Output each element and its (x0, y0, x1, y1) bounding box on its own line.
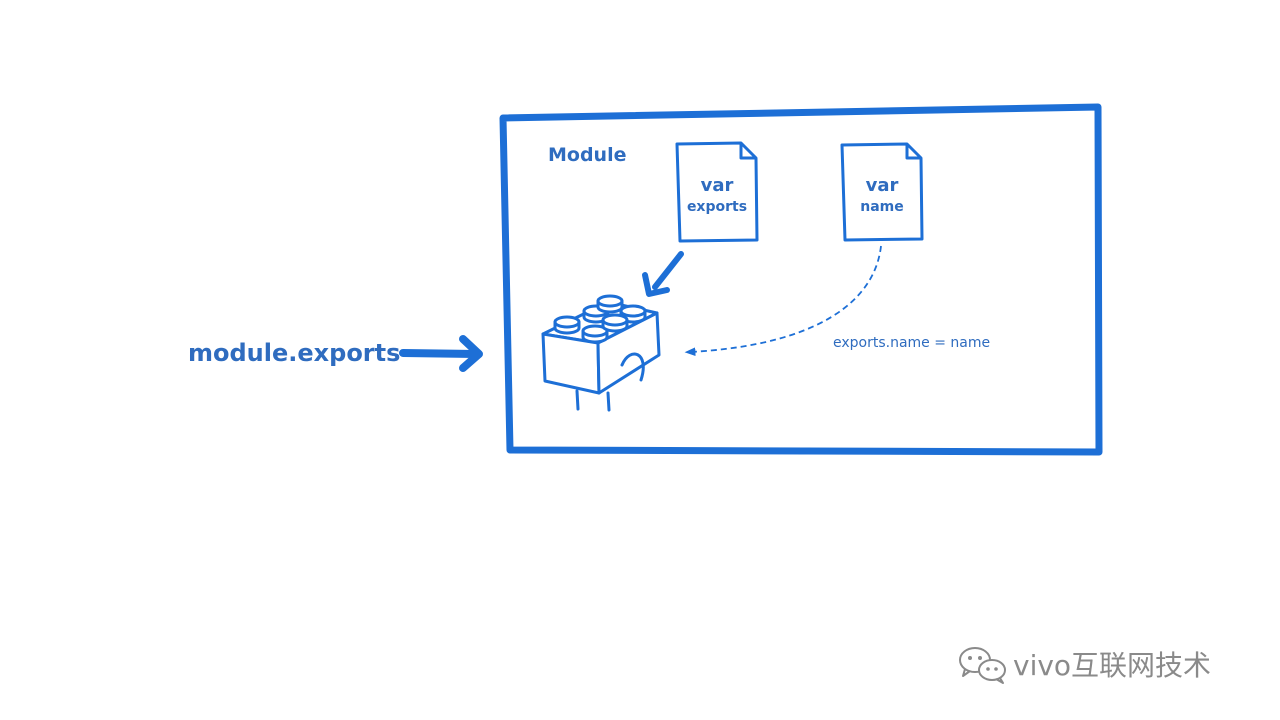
document-icon (840, 142, 924, 242)
watermark-text: vivo互联网技术 (1013, 649, 1212, 682)
arrow-icon (642, 251, 684, 297)
name-card-keyword: var (866, 175, 899, 196)
module-exports-label: module.exports (188, 339, 400, 367)
exports-card: var exports (675, 141, 759, 243)
exports-card-name: exports (687, 199, 747, 215)
module-label: Module (548, 144, 627, 166)
dashed-assignment-arrow (684, 245, 882, 357)
wechat-icon (959, 647, 1006, 684)
lego-brick-icon (541, 294, 661, 412)
watermark: vivo互联网技术 (955, 642, 1255, 686)
name-card-name: name (860, 199, 904, 215)
exports-card-keyword: var (701, 175, 734, 196)
name-card: var name (840, 142, 924, 242)
document-icon (675, 141, 759, 243)
module-box (499, 103, 1103, 456)
arrow-icon (399, 335, 483, 372)
assignment-label: exports.name = name (833, 335, 990, 351)
